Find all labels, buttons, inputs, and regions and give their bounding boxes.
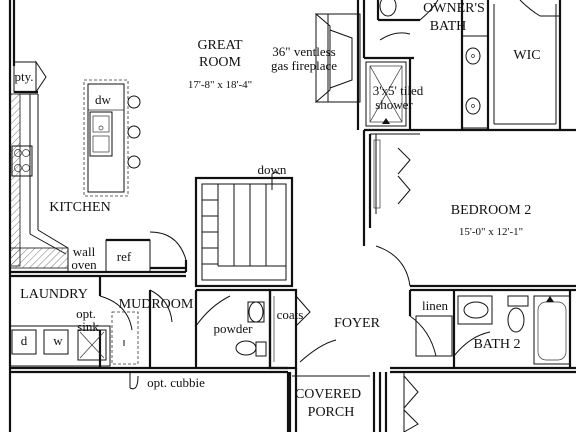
bathtub-icon <box>533 295 571 365</box>
stool-icon <box>127 125 141 139</box>
dryer-label: d <box>21 333 28 348</box>
shower-label: 3'x5' tiled <box>373 83 424 98</box>
toilet-icon <box>379 0 397 17</box>
washer-icon <box>43 329 69 355</box>
vanity-sink-icon <box>465 47 481 65</box>
foyer-bath2 <box>288 290 572 432</box>
range-icon <box>11 145 33 177</box>
bedroom2-walls <box>362 130 576 292</box>
kitchen-counters <box>9 93 69 269</box>
coats-closet <box>268 288 311 370</box>
opt-sink-label: opt. <box>76 306 96 321</box>
covered-porch <box>286 372 419 432</box>
mudroom-label: MUDROOM <box>119 297 194 312</box>
wall-oven-label: wall <box>73 244 96 259</box>
kitchen-island <box>83 79 141 197</box>
refrigerator-label: ref <box>117 249 132 264</box>
washer-label: w <box>53 333 63 348</box>
owners-suite-walls <box>356 0 576 132</box>
linen-label: linen <box>422 298 448 313</box>
coats-label: coats <box>277 307 304 322</box>
great-room-label: ROOM <box>199 55 242 70</box>
sink-icon <box>89 111 113 157</box>
kitchen-lower <box>10 231 188 278</box>
dishwasher-label: dw <box>95 92 112 107</box>
fireplace-icon <box>314 13 361 103</box>
toilet-icon <box>235 340 257 356</box>
shower-icon <box>365 61 407 127</box>
laundry-sink-icon <box>77 329 107 361</box>
dryer-icon <box>11 329 37 355</box>
wall-oven-label: oven <box>71 257 97 272</box>
pantry-area <box>13 60 47 94</box>
laundry-mudroom <box>9 276 173 390</box>
fireplace-label: 36" ventless <box>272 44 335 59</box>
great-room-dimensions: 17'-8" x 18'-4" <box>188 79 252 91</box>
bedroom2-label: BEDROOM 2 <box>451 203 532 218</box>
foyer-label: FOYER <box>334 316 381 331</box>
owners-bath-label: OWNER'S <box>423 1 485 16</box>
vanity-sink-icon <box>463 301 489 319</box>
kitchen-label: KITCHEN <box>49 200 110 215</box>
stool-icon <box>127 155 141 169</box>
laundry-label: LAUNDRY <box>20 287 88 302</box>
stool-icon <box>127 95 141 109</box>
toilet-icon <box>507 307 525 333</box>
vanity-sink-icon <box>248 301 264 323</box>
stairs-down-label: down <box>258 162 287 177</box>
vanity-sink-icon <box>465 97 481 115</box>
shower-label: shower <box>375 97 413 112</box>
fireplace-label: gas fireplace <box>271 58 337 73</box>
bedroom2-dimensions: 15'-0" x 12'-1" <box>459 226 523 238</box>
covered-porch-label: PORCH <box>308 405 355 420</box>
stairs <box>194 171 294 288</box>
bath2-label: BATH 2 <box>473 337 520 352</box>
covered-porch-label: COVERED <box>295 387 361 402</box>
opt-sink-label: sink <box>77 319 99 334</box>
cubbie-outline <box>111 311 139 365</box>
powder-label: powder <box>214 321 254 336</box>
owners-bath-label: BATH <box>430 19 467 34</box>
opt-cubbie-label: opt. cubbie <box>147 375 205 390</box>
pantry-label: pty. <box>14 69 33 84</box>
linen-closet <box>415 315 453 357</box>
wic-label: WIC <box>513 48 540 63</box>
great-room-label: GREAT <box>197 38 243 53</box>
